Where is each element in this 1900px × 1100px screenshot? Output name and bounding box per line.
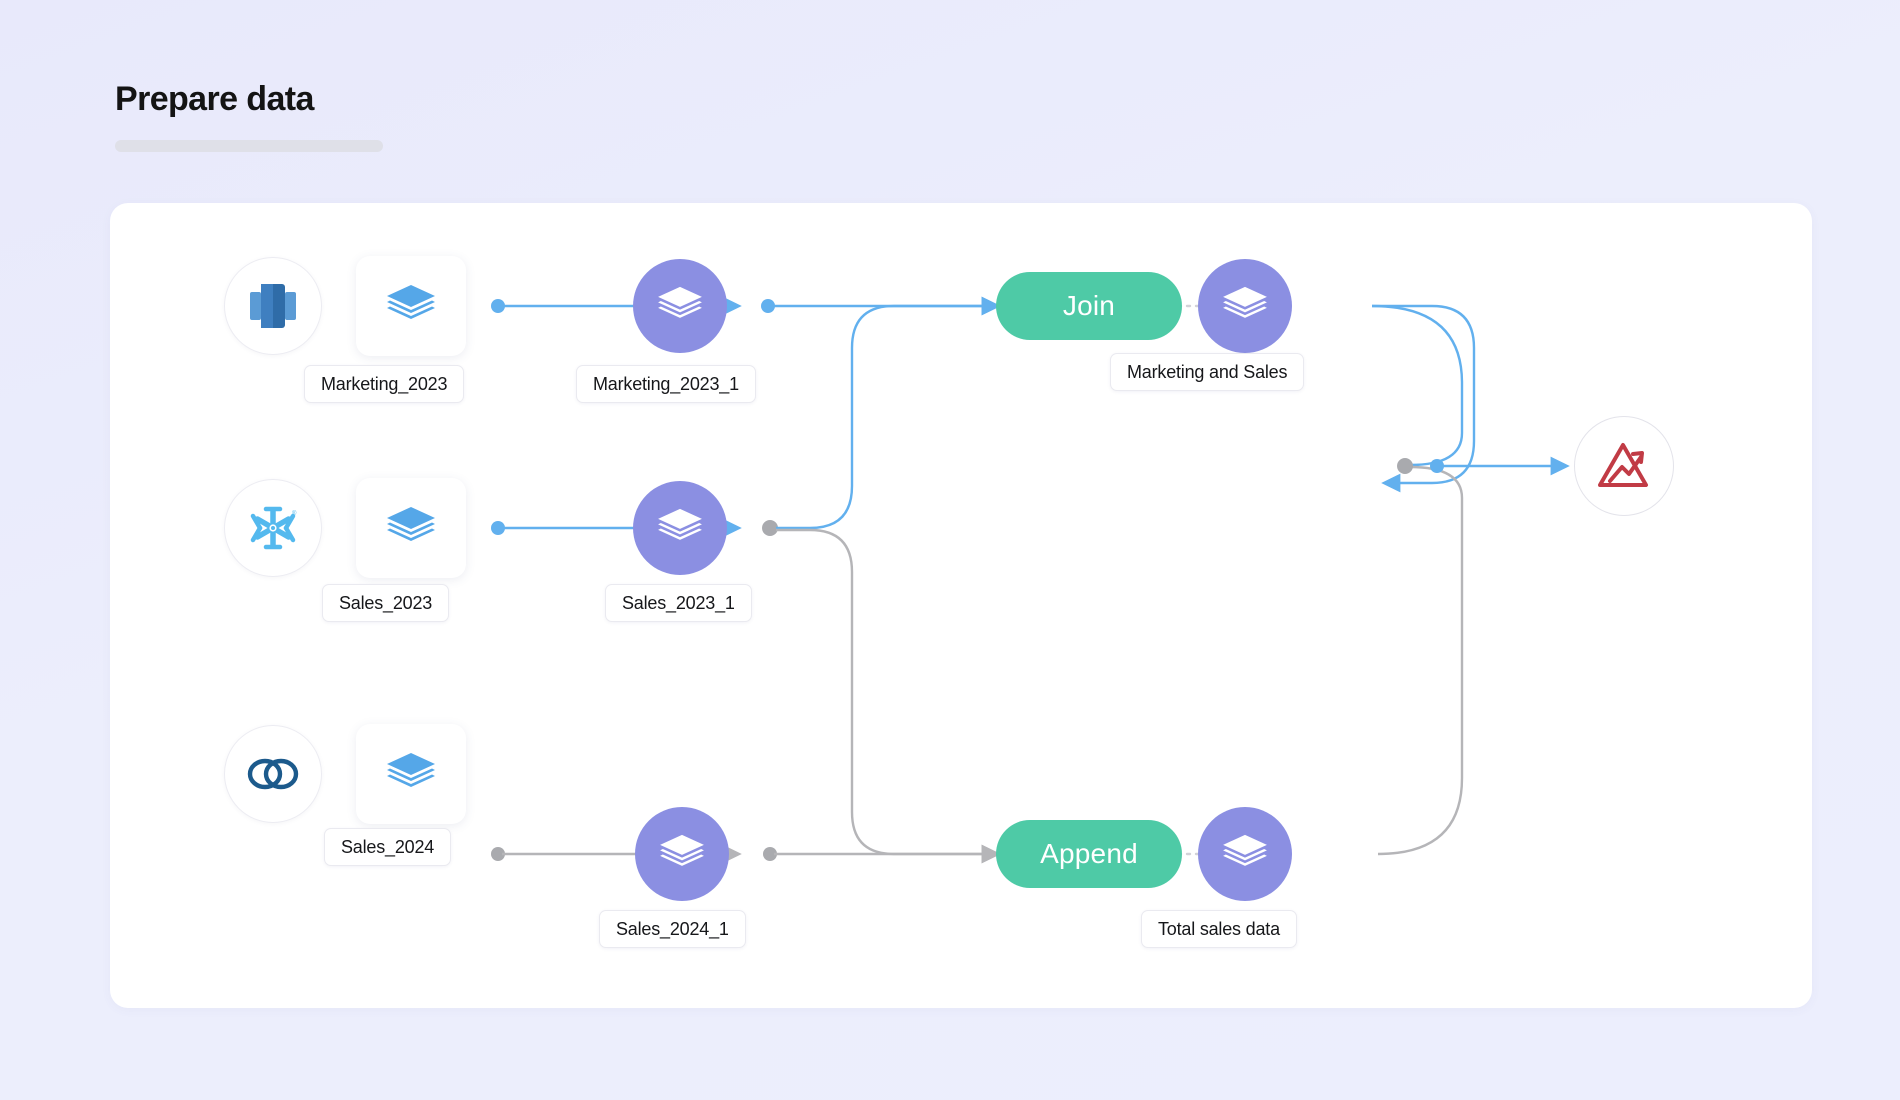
page-title: Prepare data [115,80,314,118]
stage-label-marketing-2023-1: Marketing_2023_1 [576,365,756,403]
dataset-label-marketing-2023: Marketing_2023 [304,365,465,403]
operation-join[interactable]: Join [996,272,1182,340]
layers-icon [1223,286,1267,318]
result-label-total-sales-data: Total sales data [1141,910,1297,948]
layers-icon [660,834,704,866]
source-node-sales-2023[interactable]: ® [224,479,322,577]
dataset-card-sales-2023[interactable] [356,478,466,578]
operation-append[interactable]: Append [996,820,1182,888]
dataset-label-sales-2023: Sales_2023 [322,584,450,622]
result-node-total-sales-data[interactable] [1198,807,1292,901]
layers-icon [658,286,702,318]
layers-icon [387,753,435,787]
stage-node-sales-2024-1[interactable] [635,807,729,901]
source-node-sales-2024[interactable] [224,725,322,823]
dataset-card-sales-2024[interactable] [356,724,466,824]
snowflake-icon: ® [250,506,297,550]
layers-icon [1223,834,1267,866]
output-node-zoho-analytics[interactable] [1574,416,1674,516]
layers-icon [387,507,435,541]
layers-icon [658,508,702,540]
zoho-link-icon [247,758,299,790]
flow-canvas[interactable]: Marketing_2023 Marketing_2023_1 Join Mar… [110,203,1812,1008]
zoho-analytics-icon [1598,443,1648,487]
source-node-marketing-2023[interactable] [224,257,322,355]
stage-label-sales-2023-1: Sales_2023_1 [605,584,752,622]
redshift-database-icon [250,284,296,328]
stage-label-sales-2024-1: Sales_2024_1 [599,910,746,948]
layers-icon [387,285,435,319]
stage-node-marketing-2023-1[interactable] [633,259,727,353]
result-node-marketing-and-sales[interactable] [1198,259,1292,353]
svg-text:®: ® [292,510,297,517]
dataset-card-marketing-2023[interactable] [356,256,466,356]
result-label-marketing-and-sales: Marketing and Sales [1110,353,1305,391]
dataset-label-sales-2024: Sales_2024 [324,828,452,866]
stage-node-sales-2023-1[interactable] [633,481,727,575]
title-underbar-decoration [115,140,383,152]
